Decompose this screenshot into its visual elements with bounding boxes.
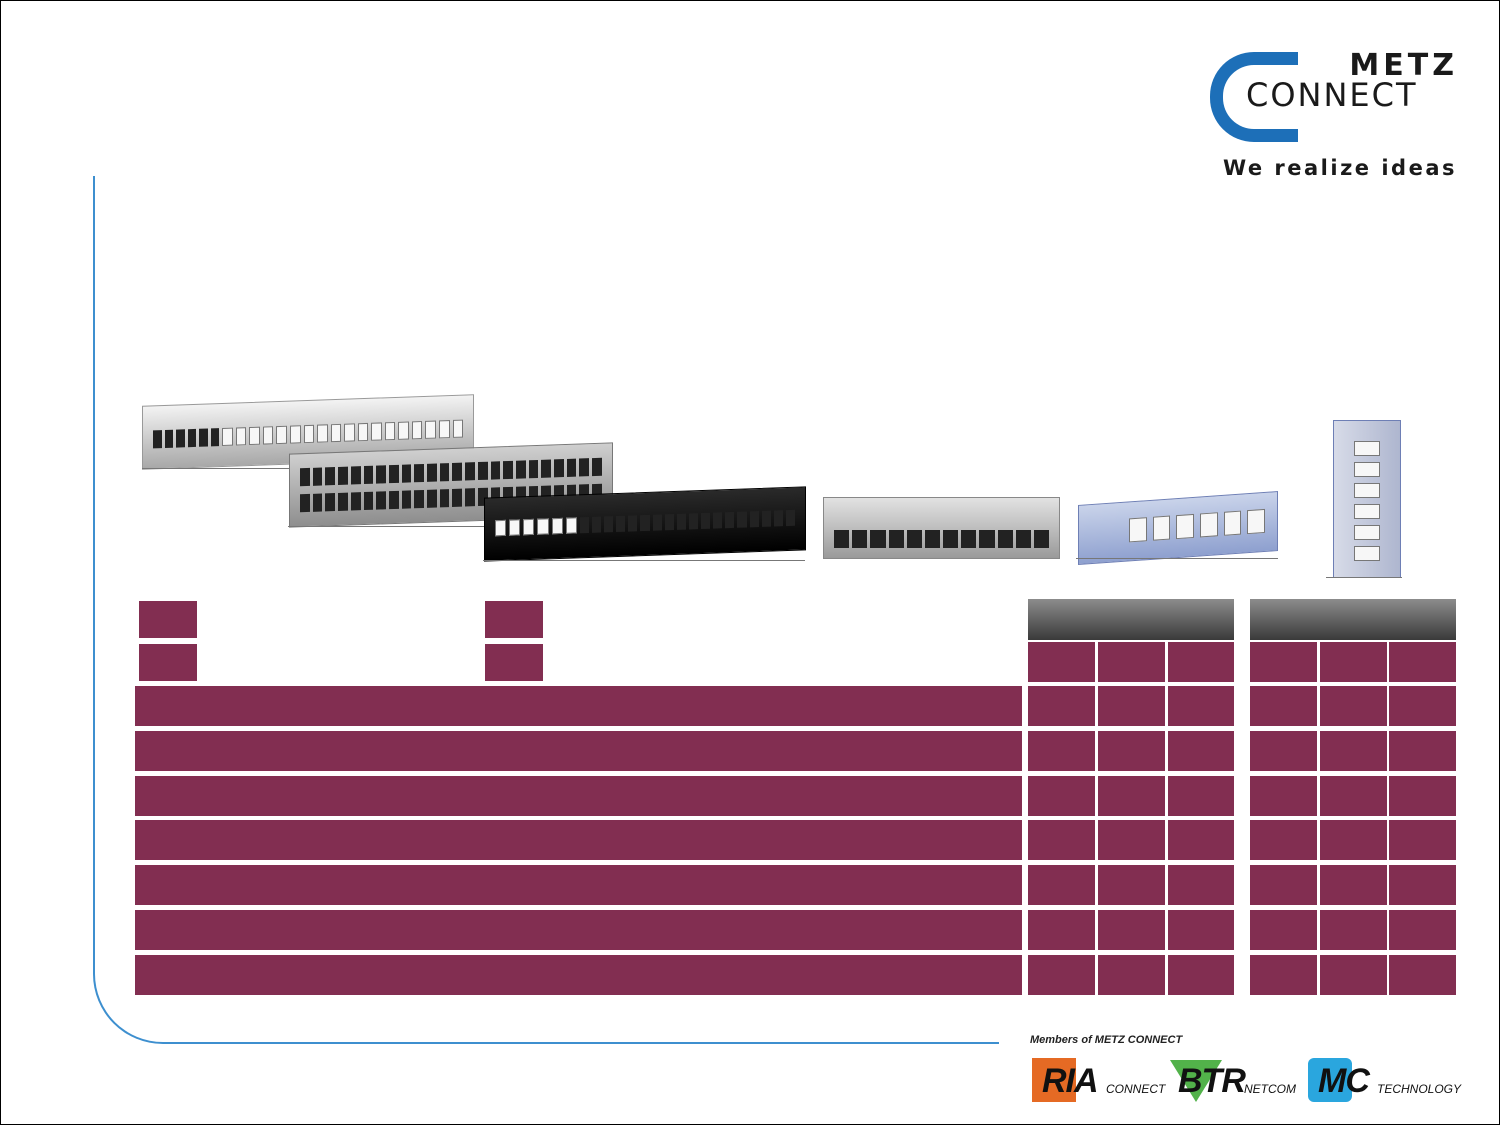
table-row-label-cell xyxy=(135,820,1022,861)
column-group-header xyxy=(1028,599,1234,640)
image-baseline xyxy=(1326,577,1402,578)
table-value-cell xyxy=(1168,954,1234,995)
table-value-cell xyxy=(1168,775,1234,816)
table-value-cell xyxy=(1028,865,1095,906)
table-value-cell xyxy=(1168,865,1234,906)
legend-swatch xyxy=(485,601,543,638)
table-row-label-cell xyxy=(135,954,1022,995)
legend-swatch xyxy=(485,644,543,681)
distribution-panel-gray xyxy=(823,497,1060,559)
column-subheader-cell xyxy=(1098,642,1165,682)
table-value-cell xyxy=(1168,910,1234,950)
table-value-cell xyxy=(1168,820,1234,861)
image-baseline xyxy=(1076,558,1278,559)
table-value-cell xyxy=(1098,954,1165,995)
table-value-cell xyxy=(1320,686,1387,726)
table-value-cell xyxy=(1320,730,1387,771)
decorative-rule xyxy=(93,176,999,1044)
column-subheader-cell xyxy=(1028,642,1095,682)
table-value-cell xyxy=(1028,954,1095,995)
patch-panel-black-24 xyxy=(484,486,806,562)
table-value-cell xyxy=(1320,775,1387,816)
ria-word: RIA xyxy=(1042,1062,1099,1100)
image-baseline xyxy=(142,468,302,469)
table-value-cell xyxy=(1320,820,1387,861)
column-subheader-cell xyxy=(1168,642,1234,682)
table-value-cell xyxy=(1028,686,1095,726)
table-value-cell xyxy=(1250,820,1317,861)
table-value-cell xyxy=(1028,730,1095,771)
table-value-cell xyxy=(1028,910,1095,950)
members-label: Members of METZ CONNECT xyxy=(1030,1034,1183,1046)
table-value-cell xyxy=(1320,910,1387,950)
table-value-cell xyxy=(1389,775,1456,816)
column-group-header xyxy=(1250,599,1456,640)
table-value-cell xyxy=(1389,820,1456,861)
mc-suffix: TECHNOLOGY xyxy=(1377,1082,1462,1096)
column-subheader-cell xyxy=(1250,642,1317,682)
table-value-cell xyxy=(1320,865,1387,906)
table-value-cell xyxy=(1250,775,1317,816)
mc-logo-box xyxy=(1308,1058,1352,1102)
table-value-cell xyxy=(1098,775,1165,816)
legend-swatch xyxy=(139,644,197,681)
btr-triangle-icon xyxy=(1170,1060,1222,1102)
table-value-cell xyxy=(1028,820,1095,861)
tagline: We realize ideas xyxy=(1222,156,1457,180)
table-value-cell xyxy=(1389,910,1456,950)
btr-word: BTR xyxy=(1178,1062,1246,1100)
table-value-cell xyxy=(1389,954,1456,995)
table-row-label-cell xyxy=(135,775,1022,816)
metz-connect-logo: METZ CONNECT xyxy=(1208,48,1468,188)
table-value-cell xyxy=(1320,954,1387,995)
table-value-cell xyxy=(1168,686,1234,726)
table-row-label-cell xyxy=(135,730,1022,771)
ria-suffix: CONNECT xyxy=(1106,1082,1166,1096)
column-subheader-cell xyxy=(1389,642,1456,682)
image-baseline xyxy=(483,560,805,561)
table-value-cell xyxy=(1168,730,1234,771)
logo-metz-text: METZ xyxy=(1349,48,1458,83)
table-value-cell xyxy=(1098,730,1165,771)
table-value-cell xyxy=(1250,686,1317,726)
mc-word: MC xyxy=(1318,1062,1370,1100)
table-value-cell xyxy=(1098,820,1165,861)
table-value-cell xyxy=(1250,954,1317,995)
table-value-cell xyxy=(1098,686,1165,726)
table-value-cell xyxy=(1098,865,1165,906)
logo-connect-text: CONNECT xyxy=(1246,76,1418,114)
table-value-cell xyxy=(1250,730,1317,771)
table-value-cell xyxy=(1250,865,1317,906)
image-baseline xyxy=(288,526,488,527)
table-value-cell xyxy=(1389,686,1456,726)
vertical-module-blue xyxy=(1333,420,1401,578)
column-subheader-cell xyxy=(1320,642,1387,682)
table-value-cell xyxy=(1098,910,1165,950)
ria-logo-box xyxy=(1032,1058,1076,1102)
table-row-label-cell xyxy=(135,910,1022,950)
table-value-cell xyxy=(1389,730,1456,771)
btr-suffix: NETCOM xyxy=(1244,1082,1296,1096)
table-row-label-cell xyxy=(135,865,1022,906)
table-value-cell xyxy=(1028,775,1095,816)
table-value-cell xyxy=(1250,910,1317,950)
table-row-label-cell xyxy=(135,686,1022,726)
table-value-cell xyxy=(1389,865,1456,906)
legend-swatch xyxy=(139,601,197,638)
